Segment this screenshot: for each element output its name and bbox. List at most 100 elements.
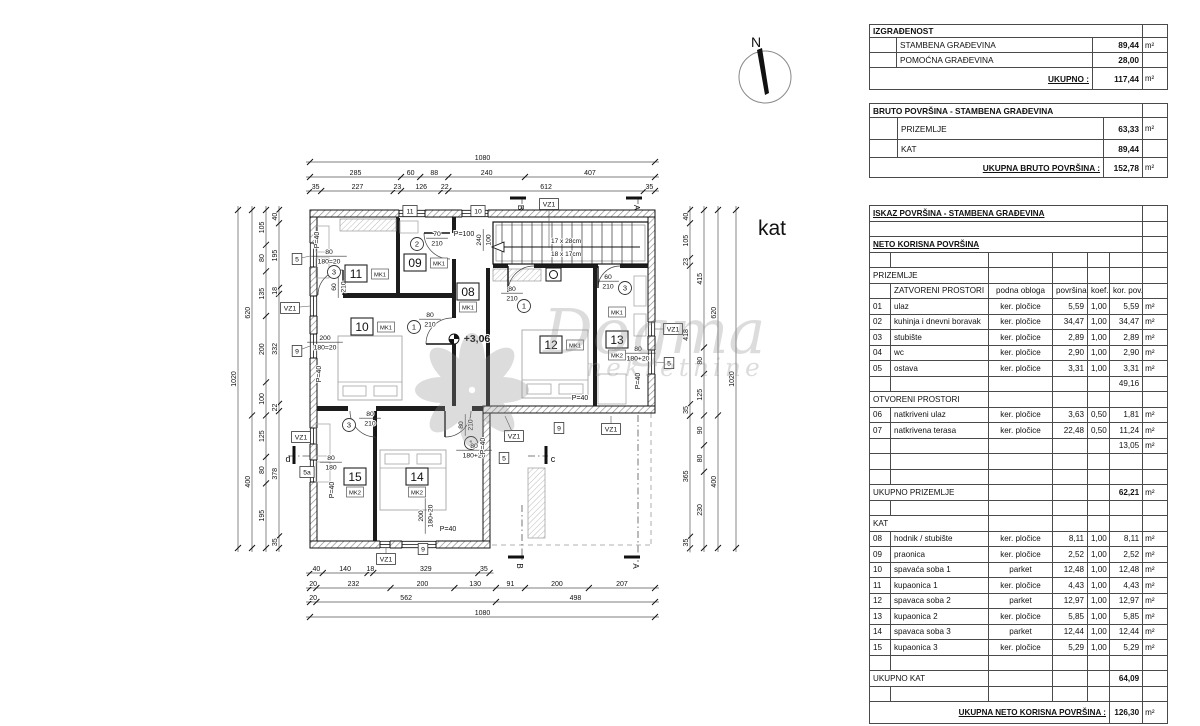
item-unit: m² (1142, 577, 1169, 594)
door-mark-label: 1 (522, 302, 526, 311)
table-cell (1052, 685, 1088, 702)
dimension-tick (651, 613, 659, 621)
item-unit: m² (1142, 530, 1169, 547)
dimension-tick (369, 569, 377, 577)
plan-note: P=40 (329, 482, 336, 499)
table-cell (1108, 267, 1144, 284)
north-label: N (751, 34, 761, 50)
tag-box (504, 430, 524, 442)
dimension-tick (700, 206, 708, 214)
dimension-label: 400 (711, 476, 718, 488)
table-cell (1087, 499, 1110, 516)
table-cell (988, 267, 1053, 284)
col-header-name: ZATVORENI PROSTORI (890, 282, 989, 299)
dim-fraction-bottom: 180=20 (318, 259, 341, 266)
item-no: 01 (869, 298, 891, 315)
dimension-tick (521, 173, 529, 181)
dimension-label: 22 (441, 184, 449, 191)
item-area: 2,90 (1052, 344, 1088, 361)
level-marker-icon (449, 339, 454, 344)
dim-fraction-top: 200 (418, 510, 425, 522)
dimension-tick (306, 173, 314, 181)
item-unit: m² (1142, 298, 1169, 315)
item-unit: m² (1142, 344, 1169, 361)
bed (521, 329, 589, 399)
item-koef: 1,00 (1087, 313, 1110, 330)
item-no: 04 (869, 344, 891, 361)
table-cell (988, 437, 1053, 454)
table-cell (869, 282, 891, 299)
bed-pillow (526, 383, 552, 395)
table-cell (890, 437, 989, 454)
dimension-tick (397, 173, 405, 181)
dimension-tick (474, 569, 482, 577)
dimension-tick (492, 598, 500, 606)
item-koef: 1,00 (1087, 546, 1110, 563)
table-title: IZGRAĐENOST (868, 24, 1144, 38)
item-no: 09 (869, 546, 891, 563)
room-material: MK1 (374, 272, 386, 278)
dimension-tick (651, 158, 659, 166)
table-cell (869, 685, 891, 702)
dimension-label: 40 (312, 566, 320, 573)
tag-label: 9 (421, 547, 425, 554)
item-unit: m² (1142, 623, 1169, 640)
item-koef: 1,00 (1087, 592, 1110, 609)
item-floor: ker. pločice (988, 406, 1053, 423)
item-unit: m² (1142, 360, 1169, 377)
room-material-box (408, 486, 426, 498)
total-label: UKUPNO KAT (869, 670, 989, 687)
dimension-label: 232 (348, 581, 360, 588)
room-material-box (377, 321, 395, 333)
exterior-wall (482, 412, 491, 542)
col-header-koef: koef. (1087, 282, 1110, 299)
item-korpov: 2,52 (1108, 546, 1144, 563)
item-koef: 1,00 (1087, 608, 1110, 625)
table-cell (869, 453, 891, 470)
dim-fraction-bottom: 210 (424, 322, 436, 329)
table-cell (988, 670, 1053, 687)
item-floor: ker. pločice (988, 530, 1053, 547)
item-area: 5,85 (1052, 608, 1088, 625)
door-swing-arc (444, 410, 472, 438)
room-material-box (608, 306, 626, 318)
dimension-tick (686, 262, 694, 270)
dim-fraction-top: 80 (325, 249, 333, 256)
item-floor: ker. pločice (988, 313, 1053, 330)
tag-label: 5 (667, 361, 671, 368)
interior-wall (486, 268, 490, 406)
watermark: Dogma nekretnine (415, 295, 765, 447)
indent-cell (869, 117, 898, 140)
bed-pillow (373, 385, 398, 397)
dimension-label: 35 (480, 566, 488, 573)
room-material: MK2 (411, 490, 423, 496)
dimension-tick (275, 400, 283, 408)
dimension-label: 332 (272, 343, 279, 355)
table-cell (869, 654, 891, 671)
table-cell (1142, 220, 1169, 237)
dim-fraction-bottom: 210 (431, 241, 443, 248)
dimension-tick (651, 187, 659, 195)
section-marker-label: A (632, 205, 641, 211)
dimension-tick (262, 480, 270, 487)
table-cell (869, 375, 891, 392)
item-korpov: 4,43 (1108, 577, 1144, 594)
door-mark-label: 1 (412, 323, 416, 332)
total-value: 62,21 (1108, 484, 1144, 501)
room-material: MK2 (349, 490, 361, 496)
dim-fraction-bottom: 210 (341, 281, 348, 293)
shaft-circle-icon (549, 270, 558, 279)
door-mark-circle (464, 436, 478, 450)
item-koef: 1,00 (1087, 344, 1110, 361)
dimension-label: 620 (711, 307, 718, 319)
dimension-label: 140 (339, 566, 351, 573)
room-material: MK1 (611, 310, 623, 316)
item-floor: ker. pločice (988, 360, 1053, 377)
tag-label: 5 (295, 257, 299, 264)
table-cell (988, 468, 1053, 485)
dim-fraction-top: 80 (458, 421, 465, 429)
dimension-label: 126 (415, 184, 427, 191)
